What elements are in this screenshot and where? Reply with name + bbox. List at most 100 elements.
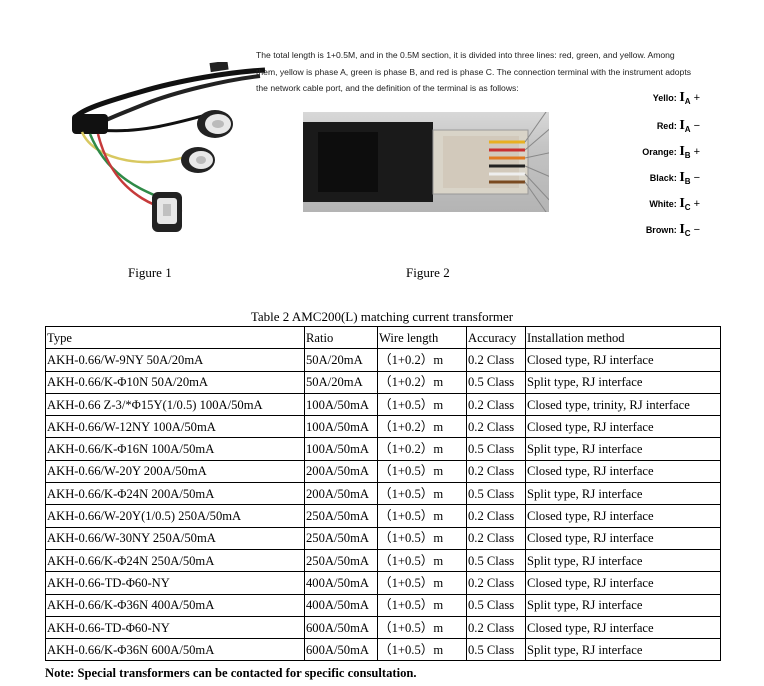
- cell-installation-method: Split type, RJ interface: [525, 638, 721, 662]
- pin-color: Red:: [656, 121, 677, 131]
- cell-wire-length: （1+0.2）m: [377, 348, 467, 372]
- cell-installation-method: Split type, RJ interface: [525, 593, 721, 617]
- cell-wire-length: （1+0.5）m: [377, 504, 467, 528]
- pin-sign: −: [693, 120, 700, 132]
- cell-wire-length: （1+0.5）m: [377, 615, 467, 640]
- rj-connector-drawing: [303, 112, 549, 212]
- cell-type: AKH-0.66/K-Φ36N 600A/50mA: [45, 638, 305, 662]
- cell-accuracy: 0.2 Class: [466, 348, 526, 372]
- pin-label: Orange: IB+: [642, 144, 700, 160]
- cell-ratio: 250A/50mA: [304, 548, 378, 573]
- cell-accuracy: 0.5 Class: [466, 437, 526, 461]
- pin-phase: A: [684, 96, 691, 106]
- pin-phase: B: [684, 176, 691, 186]
- pin-label: Brown: IC−: [646, 222, 700, 238]
- cell-type: AKH-0.66/W-20Y(1/0.5) 250A/50mA: [45, 504, 305, 528]
- cell-type: AKH-0.66/W-30NY 250A/50mA: [45, 526, 305, 550]
- pin-color: Brown:: [645, 225, 677, 235]
- cell-ratio: 400A/50mA: [304, 571, 378, 595]
- cell-wire-length: （1+0.2）m: [377, 415, 467, 439]
- cell-wire-length: （1+0.5）m: [377, 526, 467, 550]
- pin-label: Red: IA−: [657, 118, 700, 134]
- cell-wire-length: （1+0.2）m: [377, 437, 467, 461]
- cell-installation-method: Closed type, RJ interface: [525, 459, 721, 484]
- cell-wire-length: （1+0.5）m: [377, 571, 467, 595]
- cell-ratio: 50A/20mA: [304, 370, 378, 394]
- description-line: The total length is 1+0.5M, and in the 0…: [256, 50, 675, 60]
- cell-type: AKH-0.66/W-20Y 200A/50mA: [45, 459, 305, 484]
- cell-type: AKH-0.66-TD-Φ60-NY: [45, 571, 305, 595]
- table-title: Table 2 AMC200(L) matching current trans…: [250, 309, 514, 324]
- cell-wire-length: （1+0.5）m: [377, 593, 467, 617]
- pin-symbol: I: [679, 118, 685, 133]
- pin-label: Yello: IA+: [653, 90, 700, 106]
- pin-phase: B: [684, 150, 691, 160]
- pin-sign: +: [693, 198, 700, 210]
- transformer-table: Type Ratio Wire length Accuracy Installa…: [45, 325, 721, 662]
- header-installation-method: Installation method: [525, 325, 721, 350]
- cell-wire-length: （1+0.5）m: [377, 459, 467, 484]
- cell-accuracy: 0.2 Class: [466, 415, 526, 439]
- figure-2-caption: Figure 2: [406, 265, 450, 280]
- cell-wire-length: （1+0.5）m: [377, 638, 467, 662]
- pin-phase: C: [684, 202, 691, 212]
- pin-sign: +: [693, 146, 700, 158]
- figure-1-caption: Figure 1: [128, 265, 172, 280]
- cell-type: AKH-0.66 Z-3/*Φ15Y(1/0.5) 100A/50mA: [45, 392, 305, 417]
- pin-symbol: I: [679, 170, 685, 185]
- cell-ratio: 50A/20mA: [304, 348, 378, 372]
- cell-ratio: 100A/50mA: [304, 392, 378, 417]
- cell-installation-method: Closed type, RJ interface: [525, 504, 721, 528]
- cell-type: AKH-0.66/K-Φ10N 50A/20mA: [45, 370, 305, 394]
- cell-type: AKH-0.66/K-Φ16N 100A/50mA: [45, 437, 305, 461]
- header-accuracy: Accuracy: [466, 325, 526, 350]
- cell-type: AKH-0.66/K-Φ24N 250A/50mA: [45, 548, 305, 573]
- cell-ratio: 200A/50mA: [304, 459, 378, 484]
- cell-installation-method: Closed type, RJ interface: [525, 571, 721, 595]
- table-body: Type Ratio Wire length Accuracy Installa…: [45, 325, 721, 662]
- description-line: them, yellow is phase A, green is phase …: [256, 66, 692, 77]
- cell-installation-method: Closed type, trinity, RJ interface: [525, 392, 721, 417]
- cell-accuracy: 0.2 Class: [466, 459, 526, 484]
- pin-sign: −: [693, 172, 700, 184]
- pin-symbol: I: [679, 90, 685, 105]
- cell-ratio: 100A/50mA: [304, 437, 378, 461]
- pin-symbol: I: [679, 196, 685, 211]
- pin-color: Yello:: [652, 93, 677, 103]
- cell-accuracy: 0.5 Class: [466, 638, 526, 662]
- cell-ratio: 400A/50mA: [304, 593, 378, 617]
- cell-ratio: 250A/50mA: [304, 526, 378, 550]
- description-line: the network cable port, and the definiti…: [256, 83, 519, 94]
- figure-1-image: [72, 62, 266, 232]
- figure-2-description: The total length is 1+0.5M, and in the 0…: [256, 47, 726, 97]
- pin-phase: C: [684, 228, 691, 238]
- cell-installation-method: Closed type, RJ interface: [525, 615, 721, 640]
- cell-accuracy: 0.2 Class: [466, 526, 526, 550]
- cell-installation-method: Split type, RJ interface: [525, 548, 721, 573]
- cell-accuracy: 0.5 Class: [466, 593, 526, 617]
- cell-installation-method: Split type, RJ interface: [525, 370, 721, 394]
- pin-symbol: I: [679, 144, 685, 159]
- cell-accuracy: 0.2 Class: [466, 615, 526, 640]
- cell-wire-length: （1+0.5）m: [377, 548, 467, 573]
- cell-accuracy: 0.2 Class: [466, 504, 526, 528]
- cell-installation-method: Split type, RJ interface: [525, 437, 721, 461]
- cell-wire-length: （1+0.2）m: [377, 370, 467, 394]
- header-wire-length: Wire length: [377, 325, 467, 350]
- cell-accuracy: 0.5 Class: [466, 370, 526, 394]
- pin-color: White:: [649, 199, 677, 209]
- cell-installation-method: Closed type, RJ interface: [525, 415, 721, 439]
- pin-definitions: Yello: IA+ Red: IA− Orange: IB+ Black: I…: [558, 88, 718, 248]
- note-text: Note: Special transformers can be contac…: [45, 666, 417, 680]
- cell-type: AKH-0.66/K-Φ24N 200A/50mA: [45, 482, 305, 506]
- pin-label: Black: IB−: [650, 170, 700, 186]
